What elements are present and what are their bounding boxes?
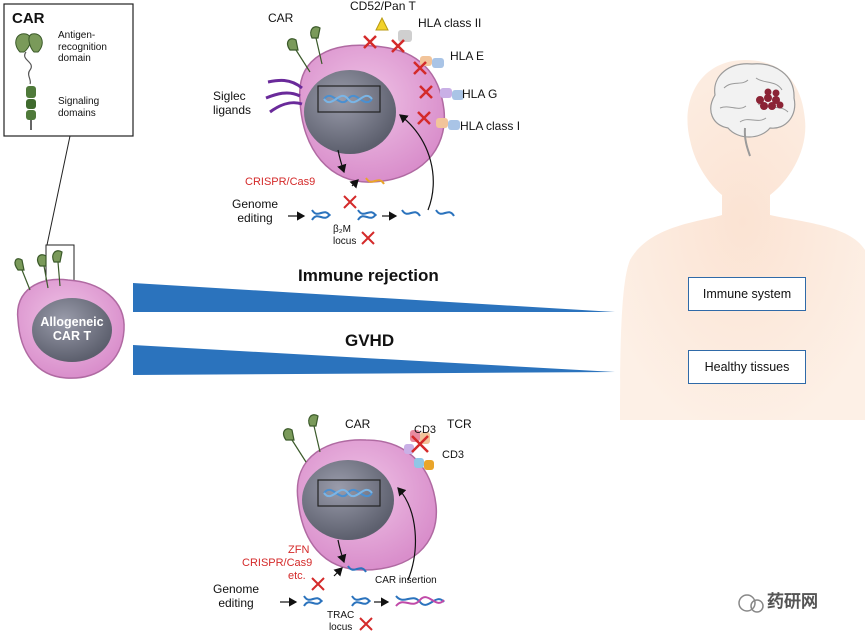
top-edited-cell: [299, 44, 446, 183]
antigen-recognition-label: Antigen- recognition domain: [58, 30, 107, 64]
trac-locus-label: TRAC locus: [327, 610, 355, 633]
car-structure-icon: [15, 33, 43, 130]
dna-editing-bottom: [280, 565, 445, 607]
gvhd-label: GVHD: [345, 331, 395, 350]
etc-label: etc.: [288, 570, 306, 582]
hla-e-label: HLA E: [450, 49, 485, 63]
car-inset-title: CAR: [12, 10, 45, 27]
b2m-locus-label: β₂M locus: [333, 224, 357, 247]
siglec-ligands-icon: [265, 78, 303, 114]
tcr-cd3-icon: [404, 430, 434, 470]
top-crispr-label: CRISPR/Cas9: [245, 176, 316, 188]
watermark-logo-icon: [738, 594, 764, 613]
edit-arrow-return-bottom: [397, 487, 416, 581]
immune-system-box: Immune system: [688, 277, 806, 311]
gvhd-wedge: [133, 345, 615, 375]
immune-rejection-wedge: [133, 283, 615, 312]
watermark-text: 药研网: [767, 592, 818, 611]
bottom-edited-cell: [296, 439, 438, 571]
bottom-crispr-label: CRISPR/Cas9: [242, 557, 313, 569]
scissors-icon-bottom: [311, 577, 373, 631]
scissors-icon: [343, 195, 375, 245]
edit-arrow-down-top: [337, 149, 347, 174]
signaling-domains-label: Signaling domains: [58, 96, 100, 119]
allogeneic-car-t-cell: [16, 278, 125, 379]
hla-molecules-icon: [375, 16, 464, 130]
top-car-label: CAR: [268, 11, 294, 25]
zoom-line: [46, 135, 71, 246]
tumor-icon: [756, 88, 784, 110]
hla-class-i-label: HLA class I: [460, 119, 521, 133]
edit-arrow-return-top: [399, 114, 434, 211]
immune-rejection-label: Immune rejection: [298, 266, 439, 285]
healthy-tissues-box: Healthy tissues: [688, 350, 806, 384]
brain-icon: [710, 63, 796, 157]
bottom-genome-editing-label: Genome editing: [213, 582, 260, 610]
car-receptors-bottom: [282, 414, 321, 463]
top-genome-editing-label: Genome editing: [232, 197, 279, 225]
cd52-label: CD52/Pan T: [350, 0, 416, 13]
hla-class-ii-label: HLA class II: [418, 16, 482, 30]
siglec-ligands-label: Siglec ligands: [213, 89, 252, 117]
cd3-bottom-label: CD3: [442, 449, 465, 461]
hla-g-label: HLA G: [462, 87, 498, 101]
cd3-top-label: CD3: [414, 424, 437, 436]
allogeneic-car-t-label: Allogeneic CAR T: [40, 315, 104, 344]
car-insertion-label: CAR insertion: [375, 575, 437, 586]
knockout-x-marks: [363, 35, 433, 125]
tcr-label: TCR: [447, 417, 472, 431]
car-receptors-main: [14, 250, 63, 291]
car-inset-box: [3, 3, 134, 137]
zfn-label: ZFN: [288, 544, 310, 556]
human-body-silhouette: [620, 60, 865, 420]
car-receptors-top: [286, 26, 323, 73]
bottom-car-label: CAR: [345, 417, 371, 431]
edit-arrow-down-bottom: [337, 539, 347, 564]
dna-editing-top: [288, 177, 455, 221]
